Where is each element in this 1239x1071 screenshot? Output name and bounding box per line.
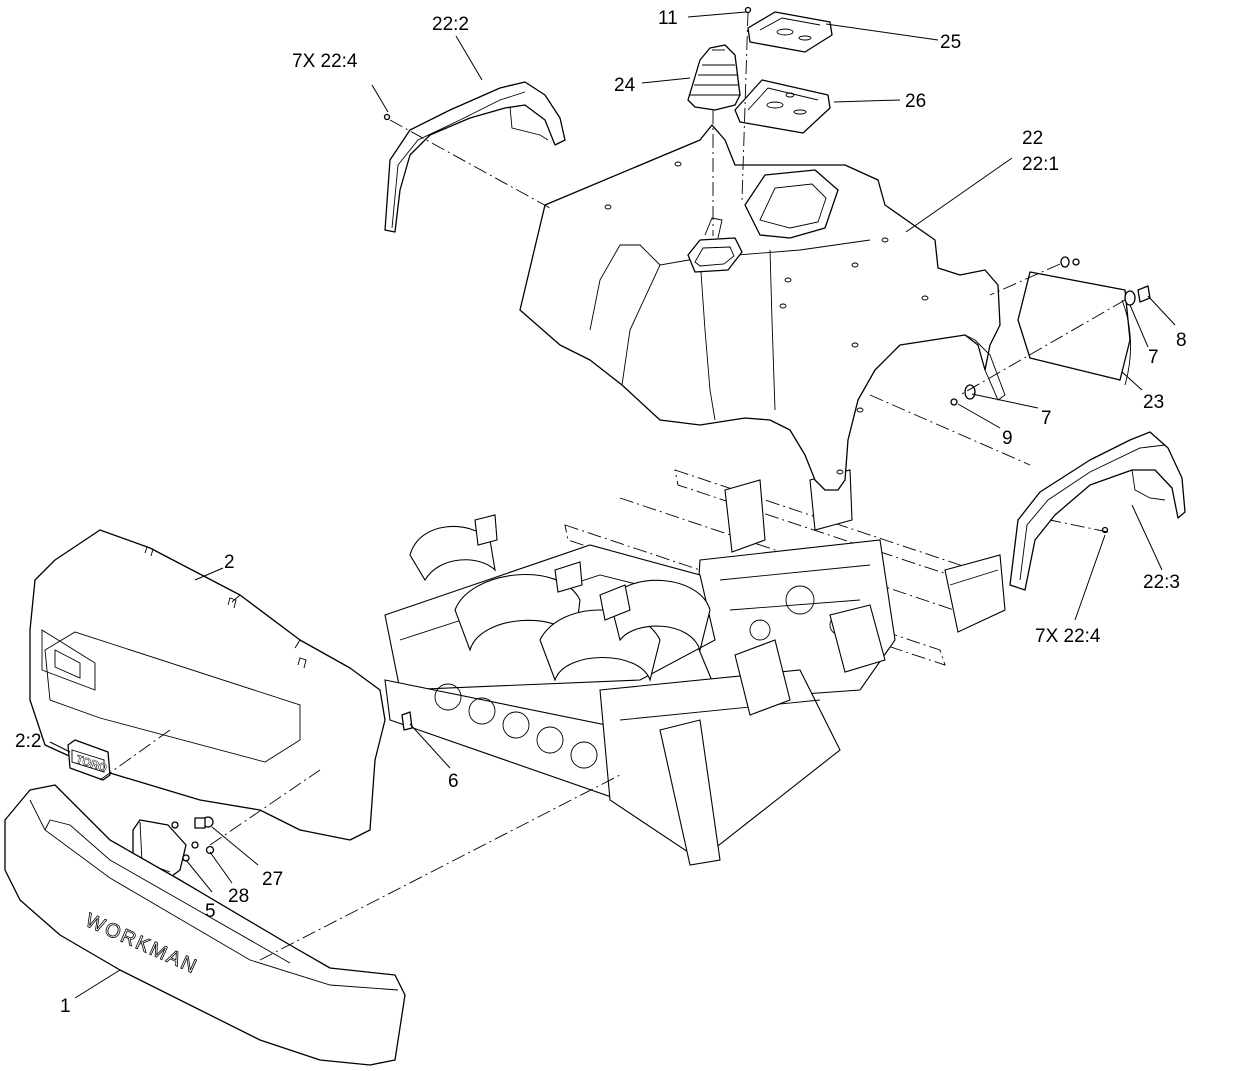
callout-24: 24 (614, 75, 636, 96)
shifter-boot (687, 44, 741, 111)
assembly-lines (99, 11, 1126, 961)
callout-7-upper: 7 (1148, 347, 1159, 368)
callout-5: 5 (205, 901, 216, 922)
callout-26: 26 (905, 91, 926, 112)
callout-7-lower: 7 (1041, 408, 1052, 429)
callout-22-3: 22:3 (1143, 572, 1180, 593)
chassis-frame (384, 469, 1006, 866)
front-bumper: WORKMAN (4, 784, 406, 1066)
callout-22-2: 22:2 (432, 14, 469, 35)
callout-9: 9 (1002, 428, 1013, 449)
plate-26 (734, 79, 831, 134)
callout-27: 27 (262, 869, 283, 890)
rear-access-panel (1017, 271, 1132, 386)
callout-22: 22 (1022, 128, 1043, 149)
callout-22-4-right: 7X 22:4 (1035, 626, 1101, 647)
callout-22-4-left: 7X 22:4 (292, 51, 358, 72)
callout-1: 1 (60, 996, 71, 1017)
callout-22-1: 22:1 (1022, 154, 1059, 175)
callout-8: 8 (1176, 330, 1187, 351)
hood-assembly (519, 124, 1006, 491)
callout-2: 2 (224, 552, 235, 573)
hood (519, 124, 1001, 491)
leader-lines (49, 11, 1176, 999)
toro-badge: TORO (67, 739, 111, 781)
right-fender (1009, 431, 1186, 591)
callout-25: 25 (940, 32, 961, 53)
callout-28: 28 (228, 886, 249, 907)
hardware (383, 6, 1151, 731)
callout-labels: 11 25 24 26 22:2 7X 22:4 22 22:1 8 7 23 … (15, 8, 1187, 1017)
callout-11: 11 (658, 8, 678, 29)
headlight-fasteners (191, 816, 215, 855)
callout-2-2: 2:2 (15, 731, 41, 752)
callout-23: 23 (1143, 392, 1164, 413)
front-grille-panel (29, 529, 386, 841)
callout-6: 6 (448, 771, 459, 792)
left-fender (384, 81, 566, 233)
plate-25 (747, 11, 833, 53)
